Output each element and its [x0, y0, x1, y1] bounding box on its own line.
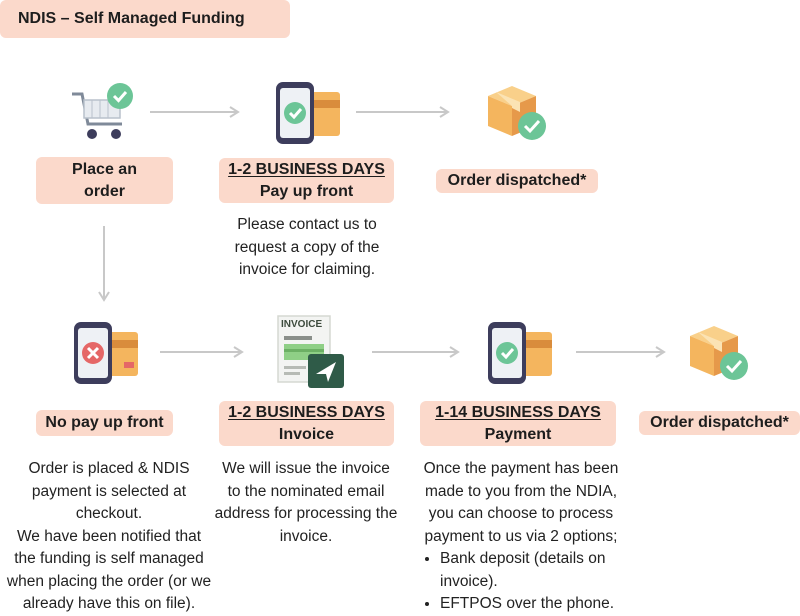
place-order-pill: Place an order [36, 157, 173, 204]
pay-up-front-desc-text: Please contact us to request a copy of t… [234, 216, 380, 278]
payment-option-item: Bank deposit (details on invoice). [440, 548, 628, 593]
pay-up-front-label: Pay up front [259, 182, 354, 200]
package-box-bottom-icon [690, 326, 748, 380]
page-title-pill: NDIS – Self Managed Funding [0, 0, 290, 38]
phone-payment-icon [276, 82, 340, 144]
arrow-right-2 [356, 106, 450, 118]
invoice-days: 1-2 BUSINESS DAYS [228, 403, 385, 421]
arrow-right-3 [160, 346, 244, 358]
payment-description: Once the payment has been made to you fr… [414, 458, 628, 616]
arrow-right-5 [576, 346, 666, 358]
no-pay-desc-2: We have been notified that the funding i… [6, 527, 212, 613]
payment-days: 1-14 BUSINESS DAYS [435, 403, 601, 421]
package-box-icon [488, 86, 546, 140]
no-pay-desc-1: Order is placed & NDIS payment is select… [28, 460, 190, 522]
arrow-down [98, 226, 110, 302]
invoice-description: We will issue the invoice to the nominat… [214, 458, 398, 548]
invoice-icon-text: INVOICE [281, 319, 323, 330]
no-pay-up-front-description: Order is placed & NDIS payment is select… [6, 458, 212, 616]
shopping-cart-icon [72, 83, 133, 139]
invoice-pill: 1-2 BUSINESS DAYS Invoice [219, 401, 394, 446]
payment-option-item: EFTPOS over the phone. [440, 593, 628, 616]
arrow-right-4 [372, 346, 460, 358]
invoice-label: Invoice [278, 425, 335, 443]
invoice-desc-text: We will issue the invoice to the nominat… [214, 460, 398, 545]
payment-label: Payment [484, 425, 552, 443]
invoice-icon: INVOICE [276, 314, 346, 390]
page-title: NDIS – Self Managed Funding [18, 10, 245, 27]
payment-options-list: Bank deposit (details on invoice).EFTPOS… [414, 548, 628, 616]
order-dispatched-bottom-pill: Order dispatched* [639, 411, 800, 435]
arrow-right-1 [150, 106, 240, 118]
order-dispatched-bottom-label: Order dispatched* [650, 414, 789, 431]
phone-payment-bottom-icon [488, 322, 552, 384]
pay-up-front-days: 1-2 BUSINESS DAYS [228, 160, 385, 178]
order-dispatched-top-pill: Order dispatched* [436, 169, 598, 193]
no-pay-up-front-label: No pay up front [45, 414, 164, 431]
phone-declined-icon [74, 322, 138, 384]
no-pay-up-front-pill: No pay up front [36, 410, 173, 436]
order-dispatched-top-label: Order dispatched* [447, 172, 587, 189]
place-order-label: Place an order [72, 160, 137, 200]
payment-pill: 1-14 BUSINESS DAYS Payment [420, 401, 616, 446]
payment-desc-text: Once the payment has been made to you fr… [423, 460, 619, 545]
pay-up-front-description: Please contact us to request a copy of t… [222, 214, 392, 282]
pay-up-front-pill: 1-2 BUSINESS DAYS Pay up front [219, 158, 394, 203]
